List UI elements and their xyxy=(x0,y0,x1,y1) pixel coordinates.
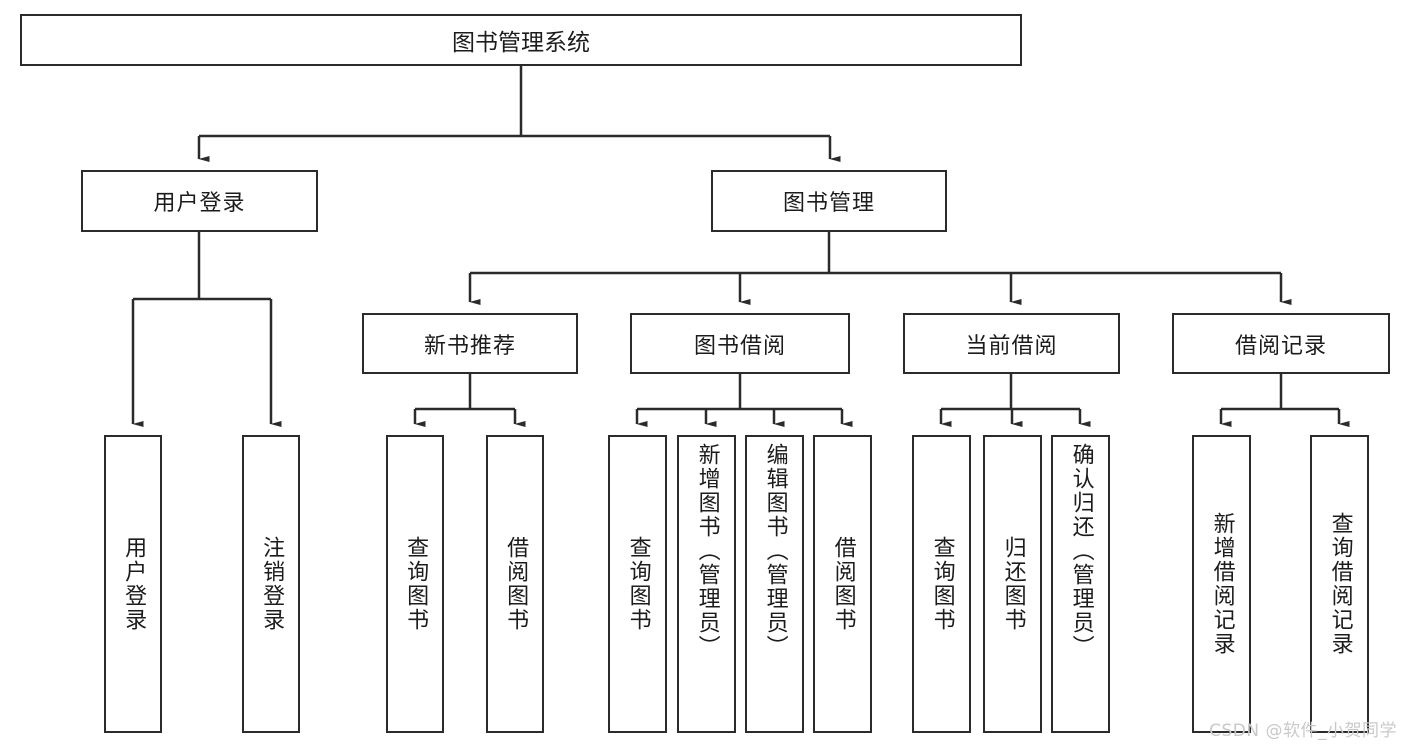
leaf-label: 注销登录 xyxy=(259,536,285,632)
leaf-user-login[interactable]: 用户登录 xyxy=(104,435,162,733)
node-book-manage[interactable]: 图书管理 xyxy=(711,170,947,232)
node-root-label: 图书管理系统 xyxy=(452,30,590,56)
leaf-label: 查询借阅记录 xyxy=(1327,512,1353,656)
leaf-label: 查询图书 xyxy=(929,536,955,632)
leaf-confirm-return[interactable]: 确认归还（管理员） xyxy=(1051,435,1110,733)
leaf-query-book-1[interactable]: 查询图书 xyxy=(386,435,444,733)
leaf-label: 借阅图书 xyxy=(830,536,856,632)
node-label: 用户登录 xyxy=(153,191,246,216)
leaf-label: 确认归还（管理员） xyxy=(1068,443,1094,659)
leaf-label: 借阅图书 xyxy=(503,536,529,632)
leaf-label: 用户登录 xyxy=(121,536,147,632)
node-new-book-recommend[interactable]: 新书推荐 xyxy=(362,313,578,374)
leaf-label: 新增图书（管理员） xyxy=(694,443,720,659)
node-root[interactable]: 图书管理系统 xyxy=(20,14,1022,66)
leaf-label: 查询图书 xyxy=(403,536,429,632)
node-label: 借阅记录 xyxy=(1234,333,1327,359)
leaf-label: 归还图书 xyxy=(1000,536,1026,632)
leaf-query-book-3[interactable]: 查询图书 xyxy=(912,435,971,733)
node-book-borrow[interactable]: 图书借阅 xyxy=(630,313,850,374)
node-borrow-record[interactable]: 借阅记录 xyxy=(1172,313,1390,374)
node-current-borrow[interactable]: 当前借阅 xyxy=(903,313,1120,374)
node-label: 图书借阅 xyxy=(693,333,786,359)
leaf-logout[interactable]: 注销登录 xyxy=(242,435,300,733)
leaf-borrow-book-1[interactable]: 借阅图书 xyxy=(486,435,544,733)
leaf-query-record[interactable]: 查询借阅记录 xyxy=(1310,435,1369,733)
leaf-query-book-2[interactable]: 查询图书 xyxy=(608,435,667,733)
node-label: 新书推荐 xyxy=(423,333,516,359)
leaf-label: 新增借阅记录 xyxy=(1209,512,1235,656)
watermark-text: CSDN @软件_小贺同学 xyxy=(1209,721,1397,741)
leaf-return-book[interactable]: 归还图书 xyxy=(983,435,1042,733)
leaf-add-record[interactable]: 新增借阅记录 xyxy=(1192,435,1251,733)
node-label: 当前借阅 xyxy=(965,333,1058,359)
leaf-label: 编辑图书（管理员） xyxy=(762,443,788,659)
leaf-label: 查询图书 xyxy=(625,536,651,632)
leaf-borrow-book-2[interactable]: 借阅图书 xyxy=(813,435,872,733)
leaf-edit-book[interactable]: 编辑图书（管理员） xyxy=(745,435,804,733)
node-user-login[interactable]: 用户登录 xyxy=(81,170,318,232)
node-label: 图书管理 xyxy=(782,191,875,216)
leaf-add-book[interactable]: 新增图书（管理员） xyxy=(677,435,736,733)
